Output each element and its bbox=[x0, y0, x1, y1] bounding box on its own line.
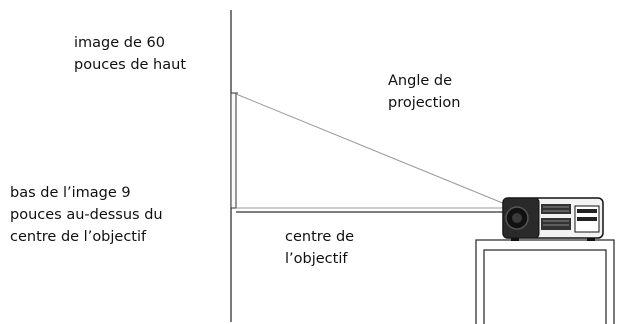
projection-angle-line-2: projection bbox=[388, 95, 461, 111]
projection-angle-line-1: Angle de bbox=[388, 73, 452, 89]
image-height-label: image de 60 pouces de haut bbox=[74, 32, 186, 76]
image-bottom-line-3: centre de l’objectif bbox=[10, 229, 147, 245]
lens-center-label: centre de l’objectif bbox=[285, 226, 354, 270]
image-bottom-line-1: bas de l’image 9 bbox=[10, 185, 131, 201]
projector-table bbox=[475, 239, 615, 324]
beam-upper-line bbox=[235, 93, 506, 205]
projection-angle-label: Angle de projection bbox=[388, 70, 460, 114]
lens-center-line-2: l’objectif bbox=[285, 251, 348, 267]
lens-center-line-1: centre de bbox=[285, 229, 355, 245]
projection-screen bbox=[230, 92, 237, 209]
projector-icon bbox=[502, 197, 604, 241]
table-inner-panel bbox=[483, 249, 607, 324]
image-bottom-label: bas de l’image 9 pouces au-dessus du cen… bbox=[10, 182, 163, 248]
image-bottom-line-2: pouces au-dessus du bbox=[10, 207, 163, 223]
image-height-line-2: pouces de haut bbox=[74, 57, 187, 73]
image-height-line-1: image de 60 bbox=[74, 35, 165, 51]
